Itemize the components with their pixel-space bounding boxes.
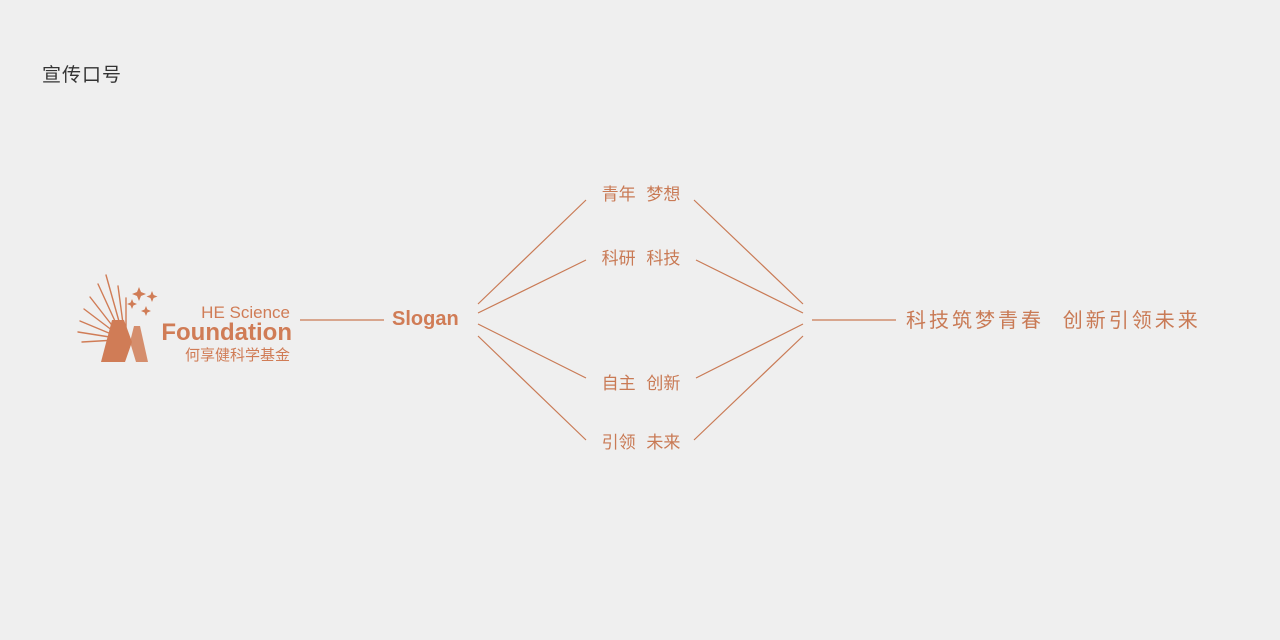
connector-slogan-to-kw-3: [477, 323, 587, 379]
logo-name-en-main: Foundation: [161, 319, 292, 346]
connector-slogan-to-kw-1: [477, 199, 587, 305]
connector-kw-1-to-merge: [693, 199, 804, 305]
page-title: 宣传口号: [42, 64, 123, 86]
slogan-label: Slogan: [392, 308, 459, 330]
connector-kw-4-to-merge: [693, 335, 804, 441]
keyword-lead-future: 引领 未来: [601, 433, 681, 453]
full-slogan: 科技筑梦青春 创新引领未来: [906, 308, 1201, 332]
connector-kw-3-to-merge: [695, 323, 804, 379]
logo-name-cn: 何享健科学基金: [184, 346, 290, 364]
connector-kw-2-to-merge: [695, 259, 804, 314]
logo-burst-mark-icon: [77, 274, 158, 362]
connector-slogan-to-kw-4: [477, 335, 587, 441]
keyword-youth-dream: 青年 梦想: [601, 185, 681, 205]
logo-name-en-top: HE Science: [201, 303, 290, 322]
foundation-logo: HE Science Foundation 何享健科学基金: [76, 272, 296, 368]
keyword-research-technology: 科研 科技: [601, 249, 681, 269]
connector-slogan-to-kw-2: [477, 259, 587, 314]
keyword-independent-innovation: 自主 创新: [601, 374, 681, 394]
